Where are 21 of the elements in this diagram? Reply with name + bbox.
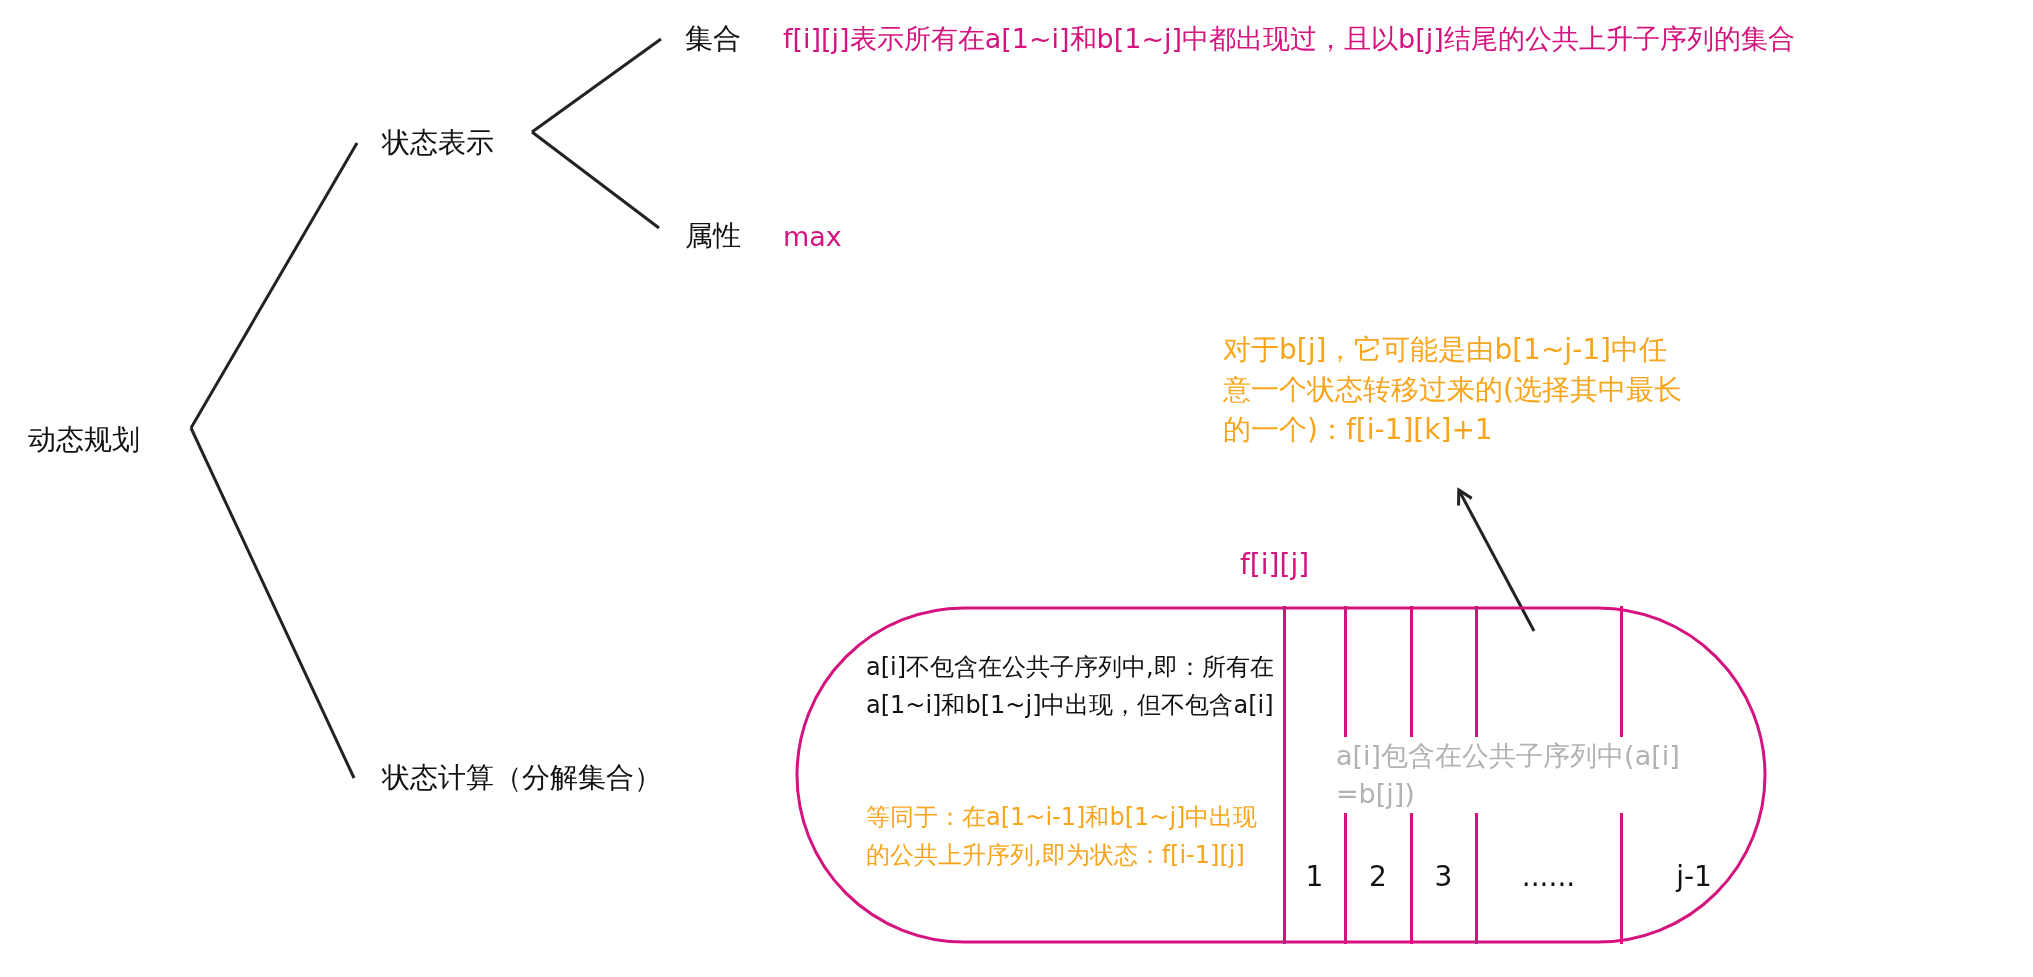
set-title: f[i][j]	[1240, 548, 1310, 581]
connector-line	[189, 427, 356, 779]
tree-label: 状态表示	[382, 125, 494, 161]
connector-line	[189, 142, 359, 429]
definition-text: max	[783, 220, 842, 252]
arrow	[1457, 488, 1536, 632]
connector-line	[531, 130, 660, 230]
connector-line	[531, 37, 662, 134]
tree-label: 属性	[685, 218, 741, 254]
tree-label: 状态计算（分解集合）	[382, 760, 662, 796]
column-index: 1	[1305, 860, 1324, 893]
equivalence-text: 等同于：在a[1~i-1]和b[1~j]中出现的公共上升序列,即为状态：f[i-1][j]	[866, 802, 1259, 871]
transition-note: 对于b[j]，它可能是由b[1~j-1]中任意一个状态转移过来的(选择其中最长的一个)：f[i-1][k]+1	[1223, 332, 1683, 448]
definition-text: f[i][j]表示所有在a[1~i]和b[1~j]中都出现过，且以b[j]结尾的公共上升子序列的集合	[783, 22, 1795, 56]
column-index: 2	[1369, 860, 1387, 893]
tree-label: 集合	[685, 21, 741, 57]
tree-label: 动态规划	[28, 422, 140, 458]
column-index: ......	[1521, 860, 1576, 893]
case-text: a[i]不包含在公共子序列中,即：所有在a[1~i]和b[1~j]中出现，但不包含a[i]	[866, 652, 1275, 721]
column-index: j-1	[1676, 860, 1712, 893]
column-index: 3	[1434, 860, 1453, 893]
